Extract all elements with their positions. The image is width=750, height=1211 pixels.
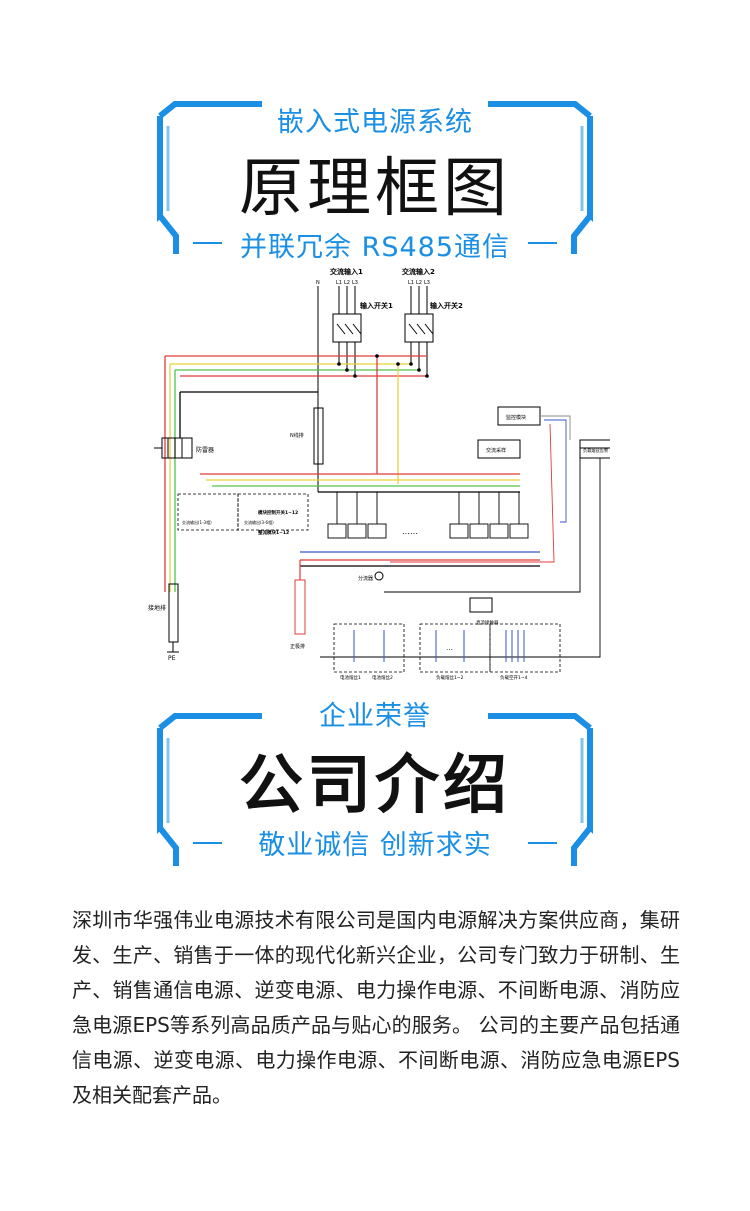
module-ctrl-label: 模块控制开关1~12 bbox=[258, 509, 298, 516]
section2-title: 公司介绍 bbox=[239, 749, 511, 823]
rect-ellipsis: …… bbox=[402, 527, 418, 536]
spd-label: 防雷器 bbox=[196, 446, 214, 454]
section2-subtitle: 企业荣誉 bbox=[319, 701, 431, 732]
ac-input1-label: 交流输入1 bbox=[330, 267, 363, 276]
svg-text:L1: L1 bbox=[408, 280, 414, 286]
section-frame-top bbox=[157, 101, 593, 254]
switch1-label: 输入开关1 bbox=[360, 301, 393, 310]
ac-input2-label: 交流输入2 bbox=[402, 267, 435, 276]
ground-bar-label: 接地排 bbox=[148, 604, 166, 612]
positive-bar-label: 正极排 bbox=[290, 643, 305, 650]
svg-text:L2: L2 bbox=[344, 280, 350, 286]
load-fuse-alarm-label: 负载熔丝告警 bbox=[583, 447, 609, 454]
section-subtitle: 嵌入式电源系统 bbox=[277, 107, 473, 138]
section-slogan: 并联冗余 RS485通信 bbox=[239, 232, 511, 263]
company-intro-text: 深圳市华强伟业电源技术有限公司是国内电源解决方案供应商，集研发、生产、销售于一体… bbox=[72, 908, 680, 1107]
ac-sample-label: 交流采样 bbox=[486, 447, 506, 454]
svg-text:L1: L1 bbox=[336, 280, 342, 286]
n-bar-label: N线排 bbox=[290, 432, 304, 439]
rect-group1-label: 交流输出(1-3相) bbox=[182, 519, 212, 525]
section2-slogan: 敬业诚信 创新求实 bbox=[258, 830, 492, 861]
battery-fuse2-label: 电池熔丝2 bbox=[372, 674, 393, 681]
load-breaker-label: 负载空开1~4 bbox=[500, 674, 528, 681]
system-block-diagram: 交流输入1 交流输入2 L1 L2 L3 L1 L2 L3 N 输入开关1 输入… bbox=[148, 267, 610, 681]
load-ellipsis: … bbox=[446, 644, 453, 652]
pe-label: PE bbox=[168, 655, 176, 662]
contactor-label: 直流接触器 bbox=[476, 619, 499, 626]
shunt-label: 分流器 bbox=[358, 575, 373, 582]
svg-text:N: N bbox=[316, 280, 320, 286]
section-frame-bottom bbox=[157, 713, 593, 866]
section-title: 原理框图 bbox=[239, 152, 511, 226]
rect-group2-label: 交流输出(3-6相) bbox=[244, 519, 274, 525]
svg-text:L2: L2 bbox=[416, 280, 422, 286]
svg-text:L3: L3 bbox=[352, 280, 358, 286]
monitor-module-label: 监控模块 bbox=[506, 414, 526, 421]
load-fuse-label: 负载熔丝1~2 bbox=[436, 674, 464, 681]
rect-modules-label: 整流模块1~12 bbox=[258, 529, 289, 536]
svg-text:L3: L3 bbox=[424, 280, 430, 286]
battery-fuse1-label: 电池熔丝1 bbox=[340, 674, 361, 681]
switch2-label: 输入开关2 bbox=[430, 301, 463, 310]
